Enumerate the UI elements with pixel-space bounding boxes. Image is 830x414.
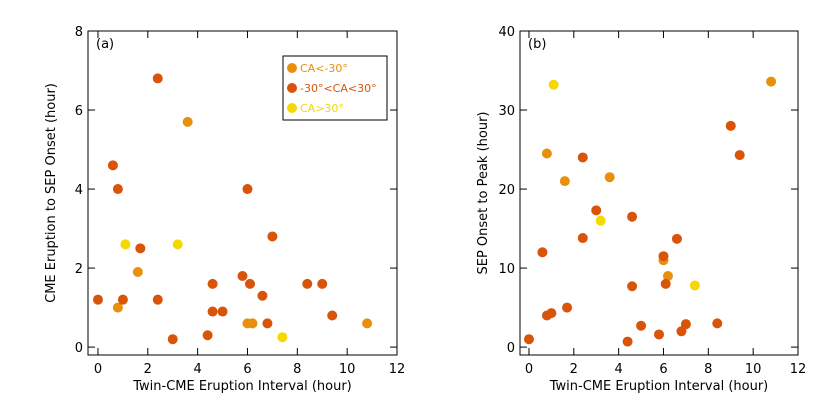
x-tick-label: 12	[389, 362, 406, 377]
data-point	[152, 73, 163, 84]
y-tick-label: 40	[498, 25, 515, 40]
data-point	[591, 205, 602, 216]
panel-label: (a)	[96, 37, 114, 52]
data-point	[622, 336, 633, 347]
data-point	[267, 231, 278, 242]
data-point	[604, 172, 615, 183]
panel-label: (b)	[528, 37, 546, 52]
x-tick-label: 0	[525, 362, 533, 377]
data-point	[135, 243, 146, 254]
x-tick-label: 8	[704, 362, 712, 377]
data-point	[662, 270, 673, 281]
data-point	[559, 176, 570, 187]
legend-label: CA<-30°	[300, 62, 348, 75]
data-point	[92, 294, 103, 305]
data-point	[207, 278, 218, 289]
legend-marker	[287, 63, 297, 73]
data-point	[595, 215, 606, 226]
data-point	[112, 302, 123, 313]
data-point	[207, 306, 218, 317]
x-tick-label: 2	[144, 362, 152, 377]
x-tick-label: 4	[194, 362, 202, 377]
data-point	[327, 310, 338, 321]
data-point	[362, 318, 373, 329]
data-point	[152, 294, 163, 305]
data-point	[112, 184, 123, 195]
data-point	[654, 329, 664, 340]
data-point	[725, 120, 736, 131]
data-point	[658, 251, 669, 262]
data-point	[541, 148, 552, 159]
x-tick-label: 8	[293, 362, 301, 377]
data-point	[636, 320, 647, 331]
data-point	[244, 278, 255, 289]
y-tick-label: 8	[75, 25, 83, 40]
x-axis-label: Twin-CME Eruption Interval (hour)	[549, 379, 769, 394]
data-point	[734, 150, 745, 161]
data-point	[317, 278, 328, 289]
x-tick-label: 4	[615, 362, 623, 377]
data-point	[577, 152, 588, 163]
x-tick-label: 2	[570, 362, 578, 377]
data-point	[302, 278, 313, 289]
data-point	[712, 318, 723, 329]
x-tick-label: 10	[745, 362, 762, 377]
y-tick-label: 30	[498, 104, 515, 119]
y-tick-label: 0	[75, 341, 83, 356]
x-tick-label: 10	[339, 362, 356, 377]
plot-frame	[519, 30, 799, 356]
y-tick-label: 4	[75, 183, 83, 198]
y-tick-label: 10	[498, 262, 515, 277]
data-point	[676, 326, 687, 337]
y-tick-label: 2	[75, 262, 83, 277]
data-point	[257, 290, 268, 301]
data-point	[689, 280, 700, 291]
data-point	[660, 278, 671, 289]
data-point	[202, 330, 213, 341]
data-point	[277, 332, 288, 343]
data-point	[680, 319, 691, 330]
data-point	[182, 116, 193, 127]
data-point	[107, 160, 118, 171]
legend-label: CA>30°	[300, 102, 344, 115]
data-point	[627, 281, 638, 292]
data-point	[523, 334, 534, 345]
x-tick-label: 12	[790, 362, 807, 377]
data-point	[548, 79, 559, 90]
data-point	[247, 318, 258, 329]
data-point	[262, 318, 273, 329]
data-point	[537, 247, 548, 258]
data-point	[671, 233, 682, 244]
y-tick-label: 6	[75, 104, 83, 119]
data-point	[627, 211, 638, 222]
y-axis-label: SEP Onset to Peak (hour)	[476, 111, 491, 274]
data-point	[546, 308, 557, 319]
legend-label: -30°<CA<30°	[300, 82, 377, 95]
y-tick-label: 0	[507, 341, 515, 356]
x-tick-label: 6	[659, 362, 667, 377]
data-point	[577, 233, 588, 244]
legend-box	[282, 55, 388, 121]
y-axis-label: CME Eruption to SEP Onset (hour)	[44, 83, 59, 303]
data-point	[766, 76, 777, 87]
data-point	[242, 184, 253, 195]
x-tick-label: 0	[94, 362, 102, 377]
data-point	[117, 294, 128, 305]
data-point	[167, 334, 178, 345]
data-point	[562, 302, 573, 313]
data-point	[172, 239, 183, 250]
x-tick-label: 6	[243, 362, 251, 377]
data-point	[132, 267, 143, 278]
legend-marker	[287, 83, 297, 93]
plot-frame	[87, 30, 398, 356]
y-tick-label: 20	[498, 183, 515, 198]
data-point	[237, 270, 248, 281]
x-axis-label: Twin-CME Eruption Interval (hour)	[132, 379, 352, 394]
legend-marker	[287, 103, 297, 113]
data-point	[120, 239, 131, 250]
data-point	[217, 306, 228, 317]
